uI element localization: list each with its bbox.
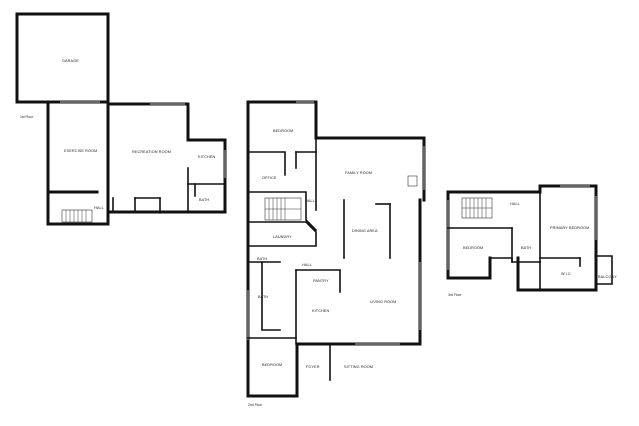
room-label-balcony: BALCONY bbox=[598, 275, 617, 279]
floor-label-first: 1st Floor bbox=[20, 115, 34, 119]
second-west-south-wall bbox=[246, 100, 422, 398]
room-label-kitchen: KITCHEN bbox=[198, 155, 216, 159]
hall-upper-south-wall bbox=[247, 191, 318, 232]
room-label-kitchen: KITCHEN bbox=[312, 309, 330, 313]
room-label-recreation-room: RECREATION ROOM bbox=[132, 150, 171, 154]
floor-label-third: 3rd Floor bbox=[448, 293, 462, 297]
pantry-walls bbox=[295, 269, 341, 293]
second-north-wall bbox=[246, 100, 426, 202]
bath-south-wall bbox=[489, 257, 541, 263]
bath-east-wall bbox=[261, 261, 281, 331]
room-label-bedroom-top: BEDROOM bbox=[273, 129, 293, 133]
room-label-bath-small: BATH bbox=[257, 257, 267, 261]
fireplace-icon bbox=[407, 175, 418, 187]
recreation-north-wall bbox=[106, 102, 190, 142]
third-floor-stairs bbox=[461, 197, 493, 219]
balcony-rail bbox=[595, 255, 613, 285]
room-label-sitting-room: SITTING ROOM bbox=[344, 365, 373, 369]
room-label-bedroom: BEDROOM bbox=[463, 246, 483, 250]
laundry-walls bbox=[247, 221, 317, 247]
room-label-bath: BATH bbox=[521, 246, 531, 250]
third-west-wall bbox=[446, 190, 492, 280]
room-label-garage: GARAGE bbox=[62, 59, 79, 63]
second-floor-stairs bbox=[264, 197, 302, 221]
second-floor-plan: BEDROOM OFFICE FAMILY ROOM HALL LAUNDRY … bbox=[246, 100, 426, 407]
room-label-hall-upper: HALL bbox=[305, 199, 315, 203]
room-label-bath: BATH bbox=[258, 295, 268, 299]
garage-walls bbox=[15, 12, 110, 104]
room-label-family-room: FAMILY ROOM bbox=[345, 171, 372, 175]
room-label-hall: HALL bbox=[94, 206, 104, 210]
room-label-hall-mid: HALL bbox=[302, 263, 312, 267]
floor-label-second: 2nd Floor bbox=[248, 403, 263, 407]
room-label-wic: W.I.C. bbox=[561, 272, 572, 276]
room-label-primary-bedroom: PRIMARY BEDROOM bbox=[550, 226, 589, 230]
room-label-living-room: LIVING ROOM bbox=[370, 300, 396, 304]
third-floor-plan: HALL PRIMARY BEDROOM BEDROOM BATH W.I.C.… bbox=[446, 184, 617, 297]
third-south-wall bbox=[516, 246, 598, 292]
room-label-laundry: LAUNDRY bbox=[273, 235, 292, 239]
room-label-dining-area: DINING AREA bbox=[352, 229, 378, 233]
room-label-pantry: PANTRY bbox=[313, 279, 329, 283]
room-label-hall: HALL bbox=[510, 202, 520, 206]
exercise-room-west-wall bbox=[46, 100, 99, 194]
first-floor-stairs bbox=[61, 209, 93, 223]
room-label-exercise-room: EXERCISE ROOM bbox=[64, 149, 97, 153]
room-label-foyer: FOYER bbox=[306, 365, 320, 369]
room-label-office: OFFICE bbox=[262, 176, 277, 180]
room-label-bedroom-bottom: BEDROOM bbox=[262, 363, 282, 367]
room-label-bath: BATH bbox=[199, 198, 209, 202]
first-floor-plan: GARAGE EXERCISE ROOM RECREATION ROOM KIT… bbox=[15, 12, 227, 226]
bedroom-south-wall bbox=[247, 151, 286, 176]
